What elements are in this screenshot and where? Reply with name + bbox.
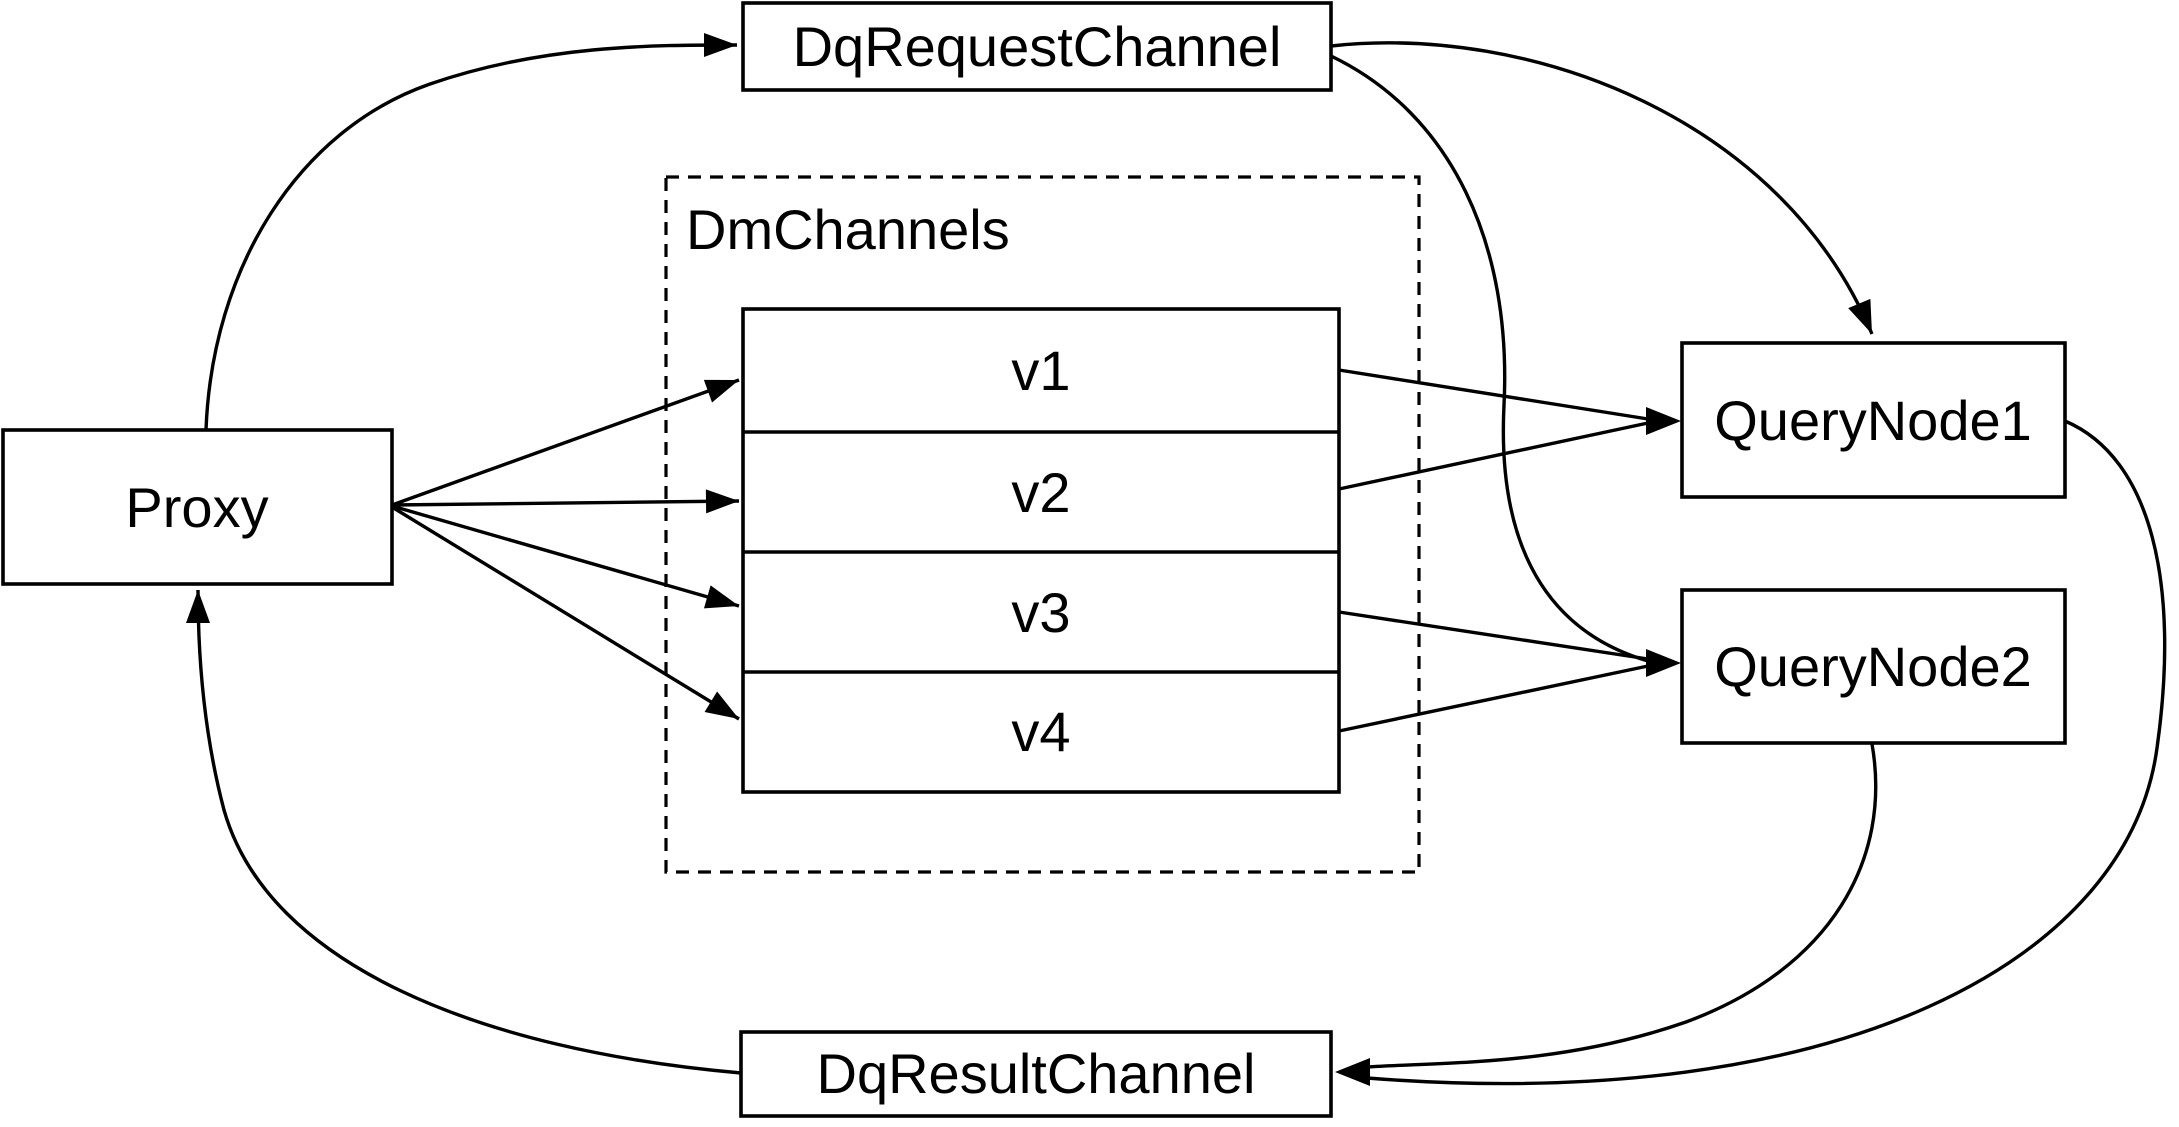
edge-proxy-to-dqrequestchannel bbox=[204, 33, 738, 431]
edge-dqresultchannel-to-proxy bbox=[186, 589, 742, 1075]
edge-dqrequestchannel-to-querynode2 bbox=[1330, 54, 1649, 663]
node-querynode2 bbox=[1680, 588, 2067, 745]
edge-proxy-to-v1 bbox=[391, 378, 740, 507]
arrowhead-into-dqresultchannel bbox=[1335, 1058, 1370, 1086]
edge-v3-to-querynode2 bbox=[1338, 610, 1649, 661]
channel-v1-label: v1 bbox=[1011, 339, 1070, 402]
node-querynode1-label: QueryNode1 bbox=[1714, 389, 2032, 452]
node-dqrequestchannel-label: DqRequestChannel bbox=[793, 15, 1282, 78]
channel-v3-label: v3 bbox=[1011, 581, 1070, 644]
edge-v4-to-querynode2 bbox=[1338, 664, 1649, 733]
channel-v2-label: v2 bbox=[1011, 461, 1070, 524]
edge-dqrequestchannel-to-querynode1 bbox=[1330, 41, 1874, 335]
channel-v4-label: v4 bbox=[1011, 700, 1070, 763]
node-dqresultchannel-label: DqResultChannel bbox=[817, 1042, 1256, 1105]
edge-querynode1-to-dqresultchannel bbox=[1366, 419, 2167, 1086]
node-querynode1 bbox=[1680, 341, 2067, 499]
edge-proxy-to-v2 bbox=[391, 489, 740, 514]
edge-v2-to-querynode1 bbox=[1338, 421, 1649, 491]
node-proxy-label: Proxy bbox=[125, 476, 268, 539]
node-querynode2-label: QueryNode2 bbox=[1714, 635, 2032, 698]
edge-querynode2-to-dqresultchannel bbox=[1366, 743, 1878, 1069]
dmchannels-group-label: DmChannels bbox=[686, 198, 1010, 261]
edge-proxy-to-v3 bbox=[391, 504, 740, 609]
arrowhead-into-querynode2 bbox=[1646, 649, 1681, 677]
edge-v1-to-querynode1 bbox=[1338, 368, 1649, 421]
node-proxy bbox=[1, 428, 394, 586]
dmchannels-group-box bbox=[664, 175, 1421, 874]
arrowhead-into-querynode1 bbox=[1646, 407, 1681, 435]
edge-proxy-to-v4 bbox=[391, 505, 740, 721]
node-dqrequestchannel bbox=[741, 1, 1333, 92]
node-dqresultchannel bbox=[739, 1030, 1333, 1118]
